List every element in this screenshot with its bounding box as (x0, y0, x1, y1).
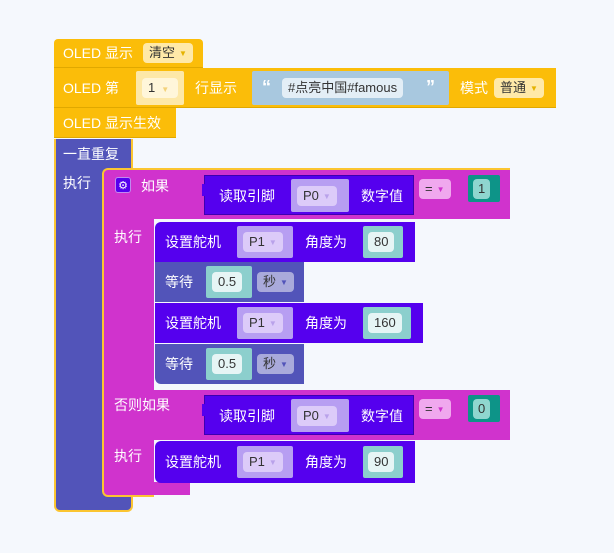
if-do-label: 执行 (114, 229, 142, 245)
number-block[interactable]: 1 (468, 175, 500, 202)
line-display-label: 行显示 (195, 80, 237, 96)
chevron-down-icon: ▼ (322, 411, 331, 421)
open-quote-icon: “ (262, 77, 271, 97)
angle-input[interactable]: 80 (368, 232, 395, 252)
operator-value: = (425, 401, 433, 416)
connector-notch (202, 184, 208, 196)
chevron-down-icon: ▼ (268, 237, 277, 247)
servo-label: 设置舵机 (165, 454, 221, 470)
wait-value: 0.5 (218, 356, 237, 371)
digital-value-label: 数字值 (361, 188, 403, 204)
angle-input[interactable]: 160 (368, 313, 402, 333)
connector-notch (202, 404, 208, 416)
if-block-spine (102, 219, 154, 497)
servo-block-3[interactable]: 设置舵机 P1▼ 角度为 90 (155, 441, 415, 483)
angle-value: 160 (374, 315, 396, 330)
read-pin-block-2[interactable]: 读取引脚 P0▼ 数字值 (202, 395, 414, 435)
compare-operator-dropdown[interactable]: =▼ (419, 399, 451, 419)
angle-label: 角度为 (305, 234, 347, 250)
text-string-value: #点亮中国#famous (288, 80, 398, 95)
oled-line-label: OLED 第 (63, 80, 120, 96)
servo-block-1[interactable]: 设置舵机 P1▼ 角度为 80 (155, 222, 415, 262)
if-label: 如果 (141, 178, 169, 194)
chevron-down-icon: ▼ (280, 359, 288, 369)
pin-value: P0 (303, 188, 319, 203)
oled-clear-block[interactable]: OLED 显示 清空▼ (54, 39, 203, 68)
line-number-dropdown[interactable]: 1▼ (142, 78, 178, 98)
time-unit-value: 秒 (263, 274, 277, 289)
wait-label: 等待 (165, 274, 193, 290)
angle-value: 90 (374, 454, 389, 469)
elseif-do-label: 执行 (114, 448, 142, 464)
oled-clear-mode-value: 清空 (149, 45, 176, 60)
number-value: 0 (478, 401, 486, 416)
oled-apply-block[interactable]: OLED 显示生效 (54, 108, 176, 138)
wait-block-1[interactable]: 等待 0.5 秒▼ (155, 262, 304, 302)
angle-label: 角度为 (305, 454, 347, 470)
chevron-down-icon: ▼ (268, 318, 277, 328)
gear-icon[interactable]: ⚙ (115, 177, 131, 193)
number-value: 1 (478, 181, 486, 196)
forever-do-label: 执行 (63, 175, 91, 191)
time-unit-dropdown[interactable]: 秒▼ (257, 272, 294, 292)
chevron-down-icon: ▼ (179, 48, 187, 58)
pin-dropdown[interactable]: P0▼ (297, 186, 337, 206)
oled-line-block[interactable]: OLED 第 1▼ 行显示 “ #点亮中国#famous ” 模式 普通▼ (54, 68, 556, 108)
chevron-down-icon: ▼ (530, 83, 538, 93)
pin-dropdown[interactable]: P0▼ (297, 406, 337, 426)
chevron-down-icon: ▼ (436, 404, 445, 414)
mode-label: 模式 (460, 80, 488, 96)
servo-pin-dropdown[interactable]: P1▼ (243, 232, 283, 252)
close-quote-icon: ” (426, 77, 435, 97)
oled-apply-label: OLED 显示生效 (63, 115, 162, 131)
angle-input[interactable]: 90 (368, 452, 395, 472)
wait-block-2[interactable]: 等待 0.5 秒▼ (155, 344, 304, 384)
number-input[interactable]: 1 (473, 179, 491, 199)
pin-value: P0 (303, 408, 319, 423)
servo-label: 设置舵机 (165, 234, 221, 250)
servo-label: 设置舵机 (165, 315, 221, 331)
elseif-label: 否则如果 (114, 397, 170, 413)
if-block-footer (150, 482, 190, 495)
chevron-down-icon: ▼ (280, 277, 288, 287)
chevron-down-icon: ▼ (268, 457, 277, 467)
servo-pin-value: P1 (249, 234, 265, 249)
chevron-down-icon: ▼ (161, 85, 170, 94)
read-pin-label: 读取引脚 (219, 408, 275, 424)
digital-value-label: 数字值 (361, 408, 403, 424)
number-input[interactable]: 0 (473, 399, 491, 419)
display-mode-dropdown[interactable]: 普通▼ (494, 78, 544, 98)
line-number-value: 1 (148, 80, 156, 95)
angle-value: 80 (374, 234, 389, 249)
servo-block-2[interactable]: 设置舵机 P1▼ 角度为 160 (155, 303, 423, 343)
time-unit-value: 秒 (263, 356, 277, 371)
time-unit-dropdown[interactable]: 秒▼ (257, 354, 294, 374)
servo-pin-value: P1 (249, 454, 265, 469)
compare-operator-dropdown[interactable]: =▼ (419, 179, 451, 199)
read-pin-label: 读取引脚 (219, 188, 275, 204)
oled-clear-label: OLED 显示 (63, 45, 134, 61)
angle-label: 角度为 (305, 315, 347, 331)
wait-value: 0.5 (218, 274, 237, 289)
wait-input[interactable]: 0.5 (212, 354, 243, 374)
number-block[interactable]: 0 (468, 395, 500, 422)
operator-value: = (425, 181, 433, 196)
servo-pin-dropdown[interactable]: P1▼ (243, 452, 283, 472)
text-string-input[interactable]: #点亮中国#famous (282, 78, 404, 98)
servo-pin-value: P1 (249, 315, 265, 330)
chevron-down-icon: ▼ (322, 191, 331, 201)
forever-label: 一直重复 (63, 146, 119, 162)
servo-pin-dropdown[interactable]: P1▼ (243, 313, 283, 333)
read-pin-block-1[interactable]: 读取引脚 P0▼ 数字值 (202, 175, 414, 215)
chevron-down-icon: ▼ (436, 184, 445, 194)
wait-input[interactable]: 0.5 (212, 272, 243, 292)
wait-label: 等待 (165, 356, 193, 372)
display-mode-value: 普通 (500, 80, 527, 95)
oled-clear-mode-dropdown[interactable]: 清空▼ (143, 43, 193, 63)
text-string-block[interactable]: “ #点亮中国#famous ” (252, 71, 449, 105)
